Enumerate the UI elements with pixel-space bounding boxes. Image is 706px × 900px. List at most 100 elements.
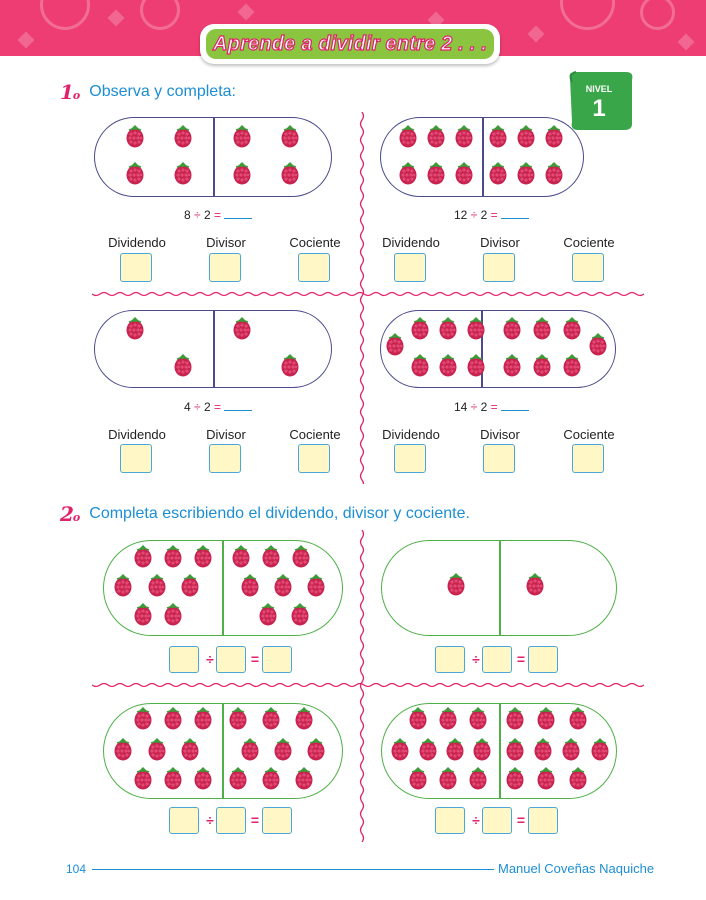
raspberry-icon bbox=[454, 123, 474, 149]
berry-tray-4 bbox=[380, 310, 616, 388]
answer-box-quotient-1[interactable] bbox=[298, 253, 330, 282]
raspberry-icon bbox=[294, 765, 314, 791]
raspberry-icon bbox=[228, 705, 248, 731]
label-quotient-3: Cociente bbox=[289, 427, 341, 442]
raspberry-icon bbox=[505, 705, 525, 731]
section-2-number: 2o bbox=[60, 502, 80, 526]
answer-box-dividend-3[interactable] bbox=[120, 444, 152, 473]
horizontal-divider-1 bbox=[92, 291, 644, 297]
raspberry-icon bbox=[240, 572, 260, 598]
quotient-box-6[interactable] bbox=[528, 646, 558, 673]
label-dividend-3: Dividendo bbox=[108, 427, 166, 442]
section-2-header: 2o Completa escribiendo el dividendo, di… bbox=[60, 502, 470, 526]
dividend-box-7[interactable] bbox=[169, 807, 199, 834]
equation-4: 14 ÷ 2 = bbox=[454, 400, 529, 414]
berry-tray-1 bbox=[94, 117, 332, 197]
label-dividend-4: Dividendo bbox=[382, 427, 440, 442]
answer-box-quotient-4[interactable] bbox=[572, 444, 604, 473]
div-symbol-6: ÷ bbox=[472, 651, 480, 667]
raspberry-icon bbox=[561, 736, 581, 762]
equation-1: 8 ÷ 2 = bbox=[184, 208, 253, 222]
equation-4-blank[interactable] bbox=[500, 410, 529, 411]
raspberry-icon bbox=[147, 736, 167, 762]
raspberry-icon bbox=[438, 705, 458, 731]
equation-1-blank[interactable] bbox=[224, 218, 253, 219]
page-title: Aprende a dividir entre 2 . . . bbox=[212, 32, 488, 55]
quotient-box-5[interactable] bbox=[262, 646, 292, 673]
raspberry-icon bbox=[438, 352, 458, 378]
label-divisor-1: Divisor bbox=[206, 235, 246, 250]
raspberry-icon bbox=[232, 123, 252, 149]
answer-box-divisor-4[interactable] bbox=[483, 444, 515, 473]
raspberry-icon bbox=[163, 765, 183, 791]
raspberry-icon bbox=[408, 705, 428, 731]
div-symbol-7: ÷ bbox=[206, 812, 214, 828]
raspberry-icon bbox=[147, 572, 167, 598]
div-symbol-5: ÷ bbox=[206, 651, 214, 667]
raspberry-icon bbox=[488, 123, 508, 149]
horizontal-divider-2 bbox=[92, 682, 644, 688]
raspberry-icon bbox=[133, 765, 153, 791]
raspberry-icon bbox=[533, 736, 553, 762]
eq-symbol-6: = bbox=[516, 651, 526, 667]
raspberry-icon bbox=[516, 123, 536, 149]
raspberry-icon bbox=[505, 765, 525, 791]
equation-3-blank[interactable] bbox=[224, 410, 253, 411]
raspberry-icon bbox=[261, 543, 281, 569]
raspberry-icon bbox=[193, 543, 213, 569]
dividend-box-5[interactable] bbox=[169, 646, 199, 673]
section-2-instruction: Completa escribiendo el dividendo, divis… bbox=[89, 505, 470, 522]
answer-box-dividend-4[interactable] bbox=[394, 444, 426, 473]
raspberry-icon bbox=[291, 543, 311, 569]
dividend-box-8[interactable] bbox=[435, 807, 465, 834]
raspberry-icon bbox=[398, 160, 418, 186]
divisor-box-8[interactable] bbox=[482, 807, 512, 834]
answer-box-divisor-2[interactable] bbox=[483, 253, 515, 282]
raspberry-icon bbox=[163, 705, 183, 731]
raspberry-icon bbox=[505, 736, 525, 762]
raspberry-icon bbox=[536, 705, 556, 731]
raspberry-icon bbox=[261, 765, 281, 791]
title-banner: Aprende a dividir entre 2 . . . bbox=[200, 24, 500, 64]
answer-box-dividend-2[interactable] bbox=[394, 253, 426, 282]
equation-2-blank[interactable] bbox=[500, 218, 529, 219]
raspberry-icon bbox=[454, 160, 474, 186]
raspberry-icon bbox=[133, 601, 153, 627]
answer-box-quotient-3[interactable] bbox=[298, 444, 330, 473]
quotient-box-8[interactable] bbox=[528, 807, 558, 834]
divisor-box-5[interactable] bbox=[216, 646, 246, 673]
quotient-box-7[interactable] bbox=[262, 807, 292, 834]
page-number: 104 bbox=[66, 862, 87, 876]
raspberry-icon bbox=[125, 123, 145, 149]
raspberry-icon bbox=[280, 352, 300, 378]
raspberry-icon bbox=[588, 331, 608, 357]
raspberry-icon bbox=[232, 160, 252, 186]
answer-box-quotient-2[interactable] bbox=[572, 253, 604, 282]
raspberry-icon bbox=[590, 736, 610, 762]
raspberry-icon bbox=[294, 705, 314, 731]
label-quotient-4: Cociente bbox=[563, 427, 615, 442]
raspberry-icon bbox=[232, 315, 252, 341]
answer-box-divisor-3[interactable] bbox=[209, 444, 241, 473]
raspberry-icon bbox=[562, 315, 582, 341]
raspberry-icon bbox=[280, 160, 300, 186]
raspberry-icon bbox=[261, 705, 281, 731]
raspberry-icon bbox=[125, 315, 145, 341]
equation-3: 4 ÷ 2 = bbox=[184, 400, 253, 414]
berry-tray-2 bbox=[380, 117, 584, 197]
dividend-box-6[interactable] bbox=[435, 646, 465, 673]
berry-tray-5 bbox=[103, 540, 343, 636]
raspberry-icon bbox=[502, 315, 522, 341]
raspberry-icon bbox=[398, 123, 418, 149]
raspberry-icon bbox=[180, 572, 200, 598]
label-quotient-2: Cociente bbox=[563, 235, 615, 250]
divisor-box-6[interactable] bbox=[482, 646, 512, 673]
label-quotient-1: Cociente bbox=[289, 235, 341, 250]
raspberry-icon bbox=[240, 736, 260, 762]
answer-box-divisor-1[interactable] bbox=[209, 253, 241, 282]
divisor-box-7[interactable] bbox=[216, 807, 246, 834]
section-1-instruction: Observa y completa: bbox=[89, 83, 236, 100]
raspberry-icon bbox=[280, 123, 300, 149]
raspberry-icon bbox=[410, 352, 430, 378]
answer-box-dividend-1[interactable] bbox=[120, 253, 152, 282]
